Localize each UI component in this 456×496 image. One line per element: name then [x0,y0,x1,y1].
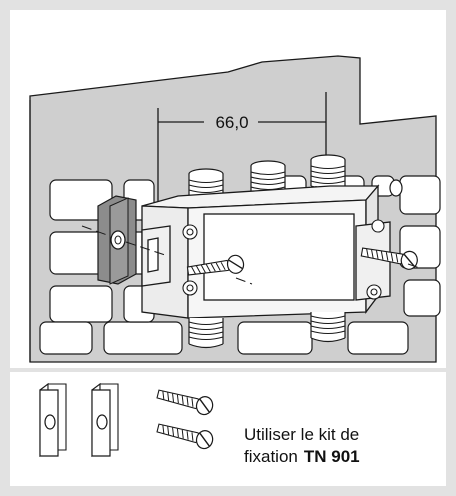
dimension-label: 66,0 [215,113,248,132]
bottom-connector-left [188,317,224,349]
bottom-connector-right [310,311,346,343]
caption-line-2: fixation TN 901 [244,446,444,468]
panel-hole [389,179,403,197]
caption-prefix: fixation [244,447,298,466]
assembly-guide-lines [81,225,421,285]
mounted-clip [97,195,137,285]
caption-line-1: Utiliser le kit de [244,425,360,444]
kit-screw-1 [155,384,216,417]
kit-screw-2 [155,418,216,451]
top-connector-right [310,154,346,190]
kit-clip-2 [91,383,119,457]
kit-clip-1 [39,383,67,457]
kit-model: TN 901 [303,447,360,466]
splitter-housing [141,184,391,319]
kit-caption: Utiliser le kit de fixation TN 901 [244,424,444,468]
housing-screw-holes [182,219,385,300]
